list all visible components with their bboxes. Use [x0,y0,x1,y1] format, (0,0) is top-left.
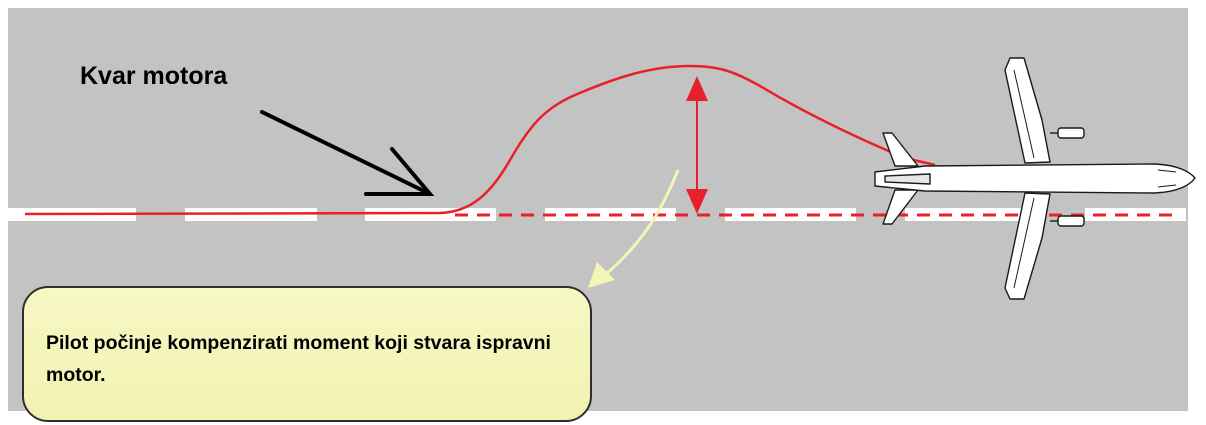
engine-failure-pointer-arrow [260,110,435,196]
note-text: Pilot počinje kompenzirati moment koji s… [46,332,551,386]
airplane-icon [874,57,1196,300]
note-callout: Pilot počinje kompenzirati moment koji s… [22,286,592,422]
aircraft-trajectory [24,64,936,216]
runway-centerline [8,208,1186,221]
note-pointer-arrow [588,169,680,288]
deviation-arrow [686,76,708,214]
engine-failure-label: Kvar motora [80,62,228,90]
